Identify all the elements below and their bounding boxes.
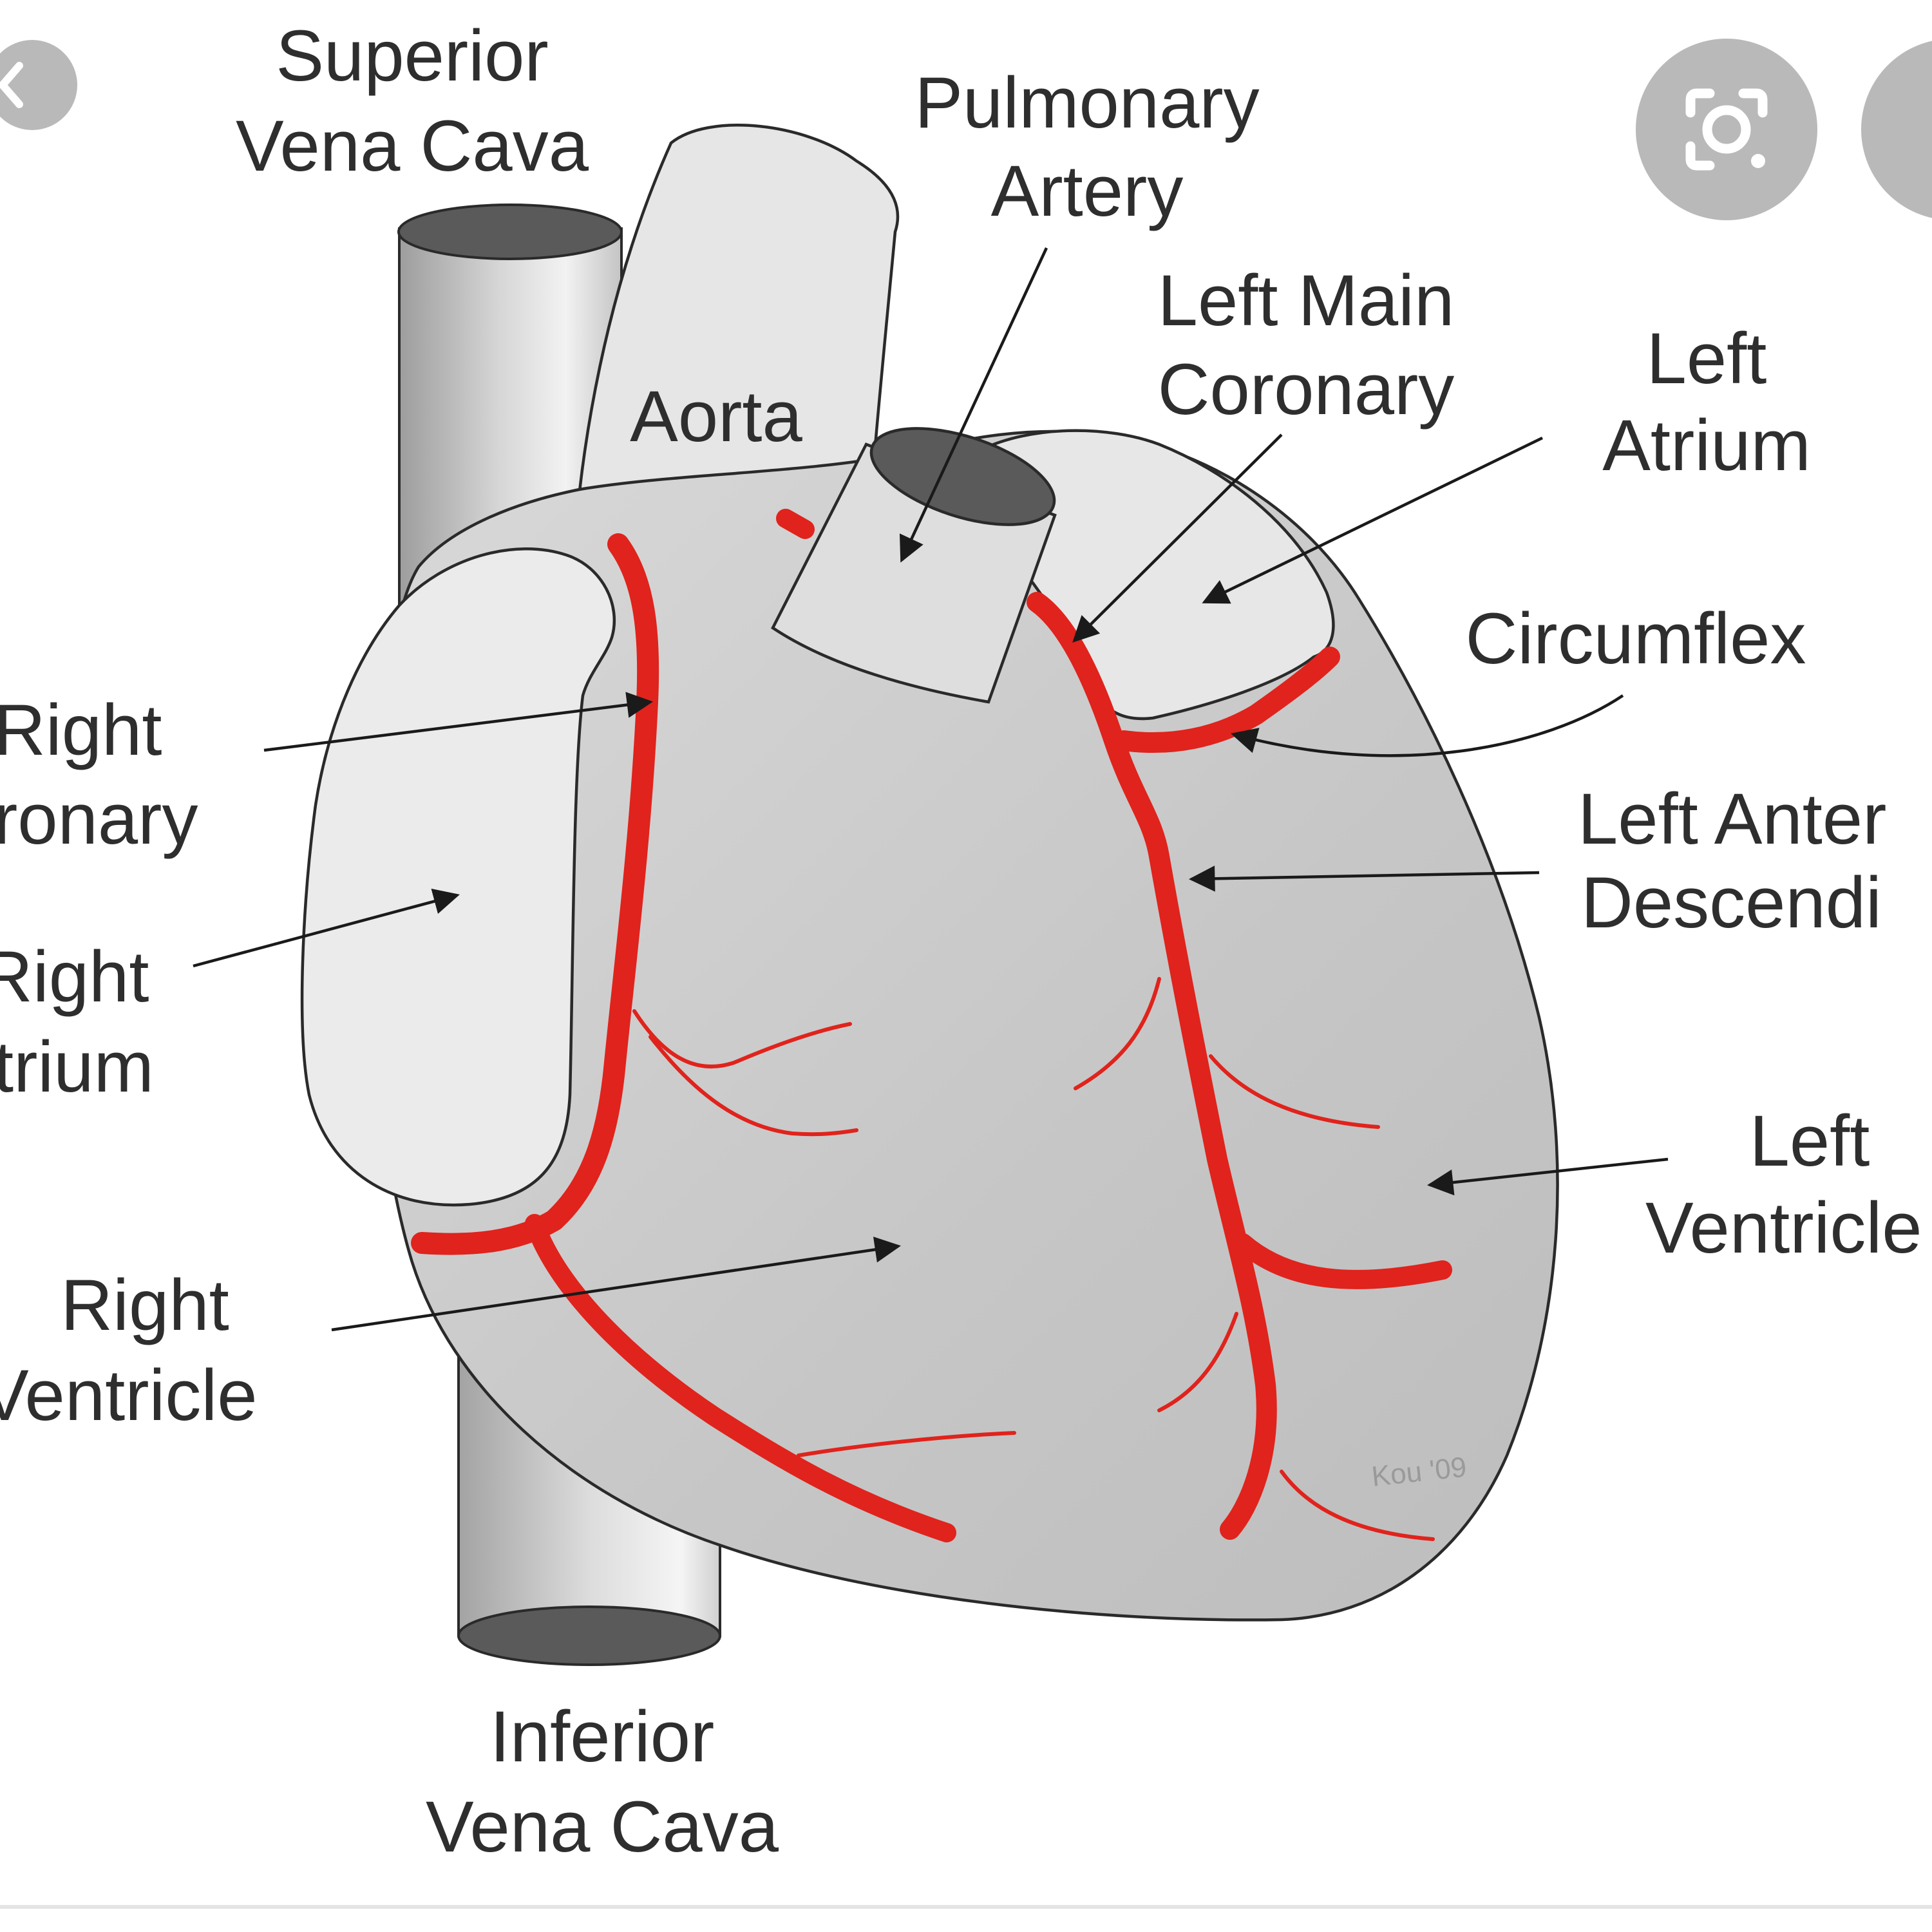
- visual-search-icon: [1685, 88, 1768, 171]
- circumflex-artery: [1113, 647, 1340, 753]
- label-left-main-coronary-line2: Coronary: [1158, 349, 1455, 430]
- left-anterior-descending-artery: [1027, 592, 1277, 1540]
- label-left-anterior-descending-line2: Descendi: [1581, 862, 1882, 943]
- label-right-atrium-line1: Right: [0, 936, 149, 1017]
- label-left-ventricle-line1: Left: [1750, 1101, 1870, 1181]
- label-right-ventricle-line2: Ventricle: [0, 1355, 258, 1435]
- label-left-atrium-line1: Left: [1647, 318, 1767, 399]
- label-left-anterior-descending-line1: Left Anter: [1578, 779, 1886, 859]
- label-inferior-vena-cava-line1: Inferior: [490, 1696, 715, 1777]
- visual-search-button[interactable]: [1636, 39, 1817, 220]
- label-right-atrium-line2: trium: [0, 1027, 154, 1107]
- label-right-coronary-line1: Right: [0, 690, 162, 770]
- label-pulmonary-artery-line2: Artery: [991, 151, 1184, 231]
- right-atrium: [300, 547, 616, 1207]
- pulmonary-artery: [771, 427, 1057, 704]
- label-right-ventricle-line1: Right: [61, 1265, 229, 1345]
- coronary-arteries: [411, 509, 1452, 1542]
- label-left-ventricle-line2: Ventricle: [1645, 1188, 1922, 1268]
- chevron-left-icon: [0, 62, 23, 108]
- label-left-main-coronary-line1: Left Main: [1158, 260, 1455, 341]
- label-aorta: Aorta: [630, 376, 802, 457]
- bottom-divider: [0, 1905, 1932, 1909]
- label-superior-vena-cava-line1: Superior: [276, 15, 548, 96]
- labels: Superior Vena Cava Pulmonary Artery Left…: [0, 15, 1922, 1867]
- back-button[interactable]: [0, 40, 77, 130]
- label-pulmonary-artery-line1: Pulmonary: [914, 62, 1259, 143]
- leader-lines: [193, 247, 1669, 1332]
- left-atrium: [976, 429, 1335, 721]
- label-inferior-vena-cava-line2: Vena Cava: [426, 1786, 779, 1867]
- label-superior-vena-cava-line2: Vena Cava: [236, 106, 589, 186]
- label-circumflex: Circumflex: [1466, 598, 1806, 679]
- label-left-atrium-line2: Atrium: [1602, 405, 1811, 486]
- label-right-coronary-line2: ronary: [0, 779, 198, 859]
